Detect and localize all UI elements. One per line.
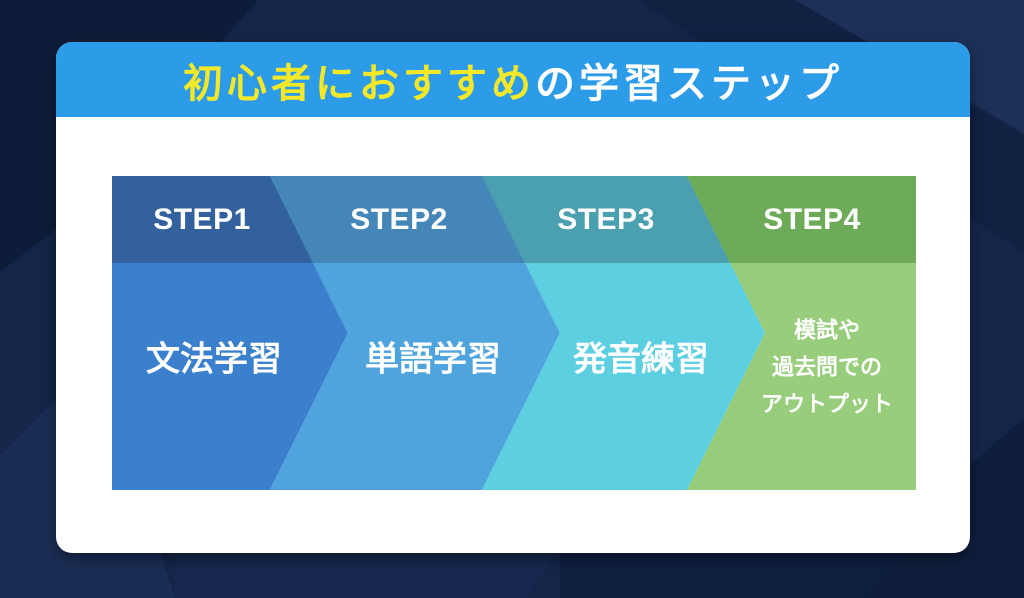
step2-task: 単語学習 [365,340,501,379]
content-card: 初心者におすすめの学習ステップ STEP1 STEP2 STEP3 STEP4 [56,42,970,553]
steps-chevron-graphic [112,176,916,490]
title-banner: 初心者におすすめの学習ステップ [56,42,970,117]
step4-task-line3: アウトプット [760,391,894,417]
step1-label: STEP1 [153,203,251,236]
step2-header-shape [270,176,525,263]
step4-label: STEP4 [763,203,861,236]
step1-header-shape [112,176,313,263]
step3-task: 発音練習 [573,340,709,379]
step4-header-shape [687,176,916,263]
step2-label: STEP2 [350,203,448,236]
title-rest-text: の学習ステップ [535,61,843,106]
step3-header-shape [482,176,730,263]
step4-task-line2: 過去問での [771,354,883,380]
title-highlight-text: 初心者におすすめ [183,61,535,106]
page-title: 初心者におすすめの学習ステップ [183,51,843,109]
step1-task: 文法学習 [146,340,282,379]
steps-flow-diagram: STEP1 STEP2 STEP3 STEP4 文法学習 単語学習 発音練習 模… [112,176,916,490]
step3-label: STEP3 [557,203,655,236]
step4-task: 模試や 過去問での アウトプット [761,312,893,423]
step4-task-line1: 模試や [793,317,861,343]
